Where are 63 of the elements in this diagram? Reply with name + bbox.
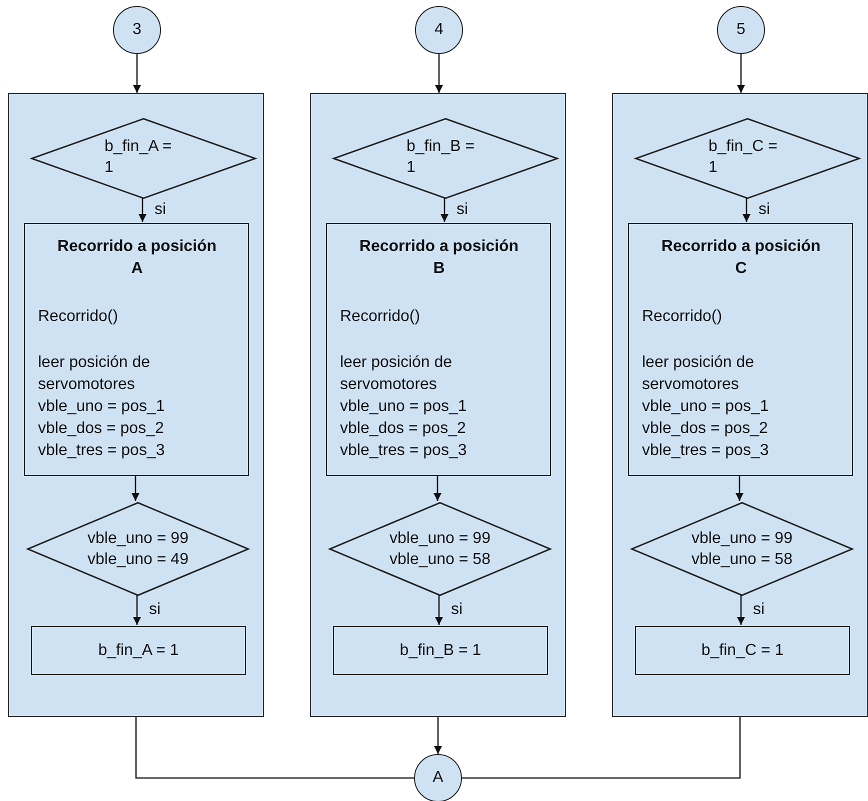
group-panel	[310, 93, 566, 717]
process-box	[628, 223, 853, 476]
process-text: vble_tres = pos_3	[642, 441, 770, 461]
process-text: vble_uno = pos_1	[340, 397, 468, 417]
condition-text: vble_uno = 99	[88, 529, 188, 549]
condition-text: b_fin_A = 1	[104, 136, 173, 178]
arrow	[133, 595, 141, 625]
connector-label: 3	[132, 21, 142, 39]
group-panel	[8, 93, 264, 717]
connector-label: A	[432, 769, 444, 787]
process-text: vble_dos = pos_2	[642, 419, 769, 439]
arrow	[133, 54, 141, 93]
process-box	[31, 626, 246, 675]
process-title: Recorrido a posición B	[358, 237, 520, 279]
connector-label: 4	[434, 21, 444, 39]
arrow	[737, 595, 745, 625]
process-title: Recorrido a posición A	[56, 237, 218, 279]
decision-diamond	[333, 118, 558, 199]
connector-label: 5	[736, 21, 746, 39]
process-text: Recorrido()	[642, 307, 724, 327]
group-panel	[612, 93, 868, 717]
process-box	[635, 626, 850, 675]
arrow	[434, 717, 442, 754]
arrow	[742, 198, 750, 222]
process-text: vble_tres = pos_3	[38, 441, 166, 461]
arrow	[132, 475, 140, 501]
process-box	[24, 223, 249, 476]
process-text: vble_dos = pos_2	[340, 419, 467, 439]
connector-circle	[415, 6, 463, 54]
process-text: vble_uno = pos_1	[38, 397, 166, 417]
process-text: vble_dos = pos_2	[38, 419, 165, 439]
process-text: b_fin_C = 1	[701, 642, 784, 660]
arrow	[434, 475, 442, 501]
decision-diamond	[631, 502, 853, 596]
arrow	[435, 595, 443, 625]
arrow	[138, 198, 146, 222]
process-title: Recorrido a posición C	[660, 237, 822, 279]
process-text: vble_uno = pos_1	[642, 397, 770, 417]
process-text: Recorrido()	[38, 307, 120, 327]
decision-diamond	[27, 502, 249, 596]
process-box	[333, 626, 548, 675]
connector-circle	[414, 754, 462, 801]
condition-text: vble_uno = 58	[692, 550, 792, 570]
arrow	[440, 198, 448, 222]
condition-text: vble_uno = 99	[390, 529, 490, 549]
condition-text: vble_uno = 49	[88, 550, 188, 570]
decision-diamond	[31, 118, 256, 199]
process-text: vble_tres = pos_3	[340, 441, 468, 461]
arrow	[435, 54, 443, 93]
decision-diamond	[635, 118, 860, 199]
process-text: b_fin_B = 1	[400, 642, 482, 660]
decision-diamond	[329, 502, 551, 596]
connector-circle	[113, 6, 161, 54]
process-text: Recorrido()	[340, 307, 422, 327]
condition-text: b_fin_C = 1	[708, 136, 778, 178]
condition-text: vble_uno = 58	[390, 550, 490, 570]
arrow	[737, 54, 745, 93]
process-text: b_fin_A = 1	[98, 642, 179, 660]
arrow	[736, 475, 744, 501]
condition-text: vble_uno = 99	[692, 529, 792, 549]
process-box	[326, 223, 551, 476]
condition-text: b_fin_B = 1	[406, 136, 476, 178]
connector-circle	[717, 6, 765, 54]
